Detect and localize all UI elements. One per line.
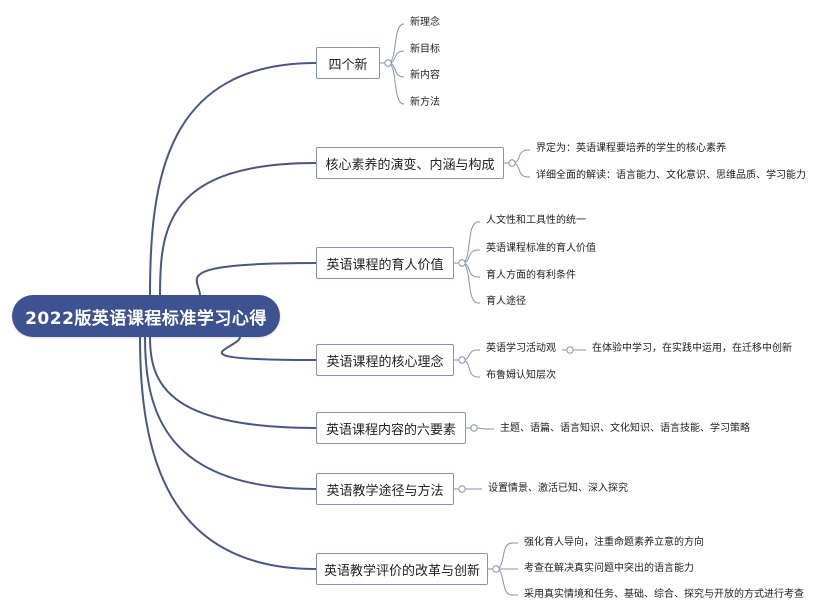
root-connector-1 bbox=[159, 162, 317, 296]
leaf-methods-list: 设置情景、激活已知、深入探究 bbox=[488, 483, 628, 494]
leaf-six-elements-list: 主题、语篇、语言知识、文化知识、语言技能、学习策略 bbox=[500, 423, 750, 434]
leaf-real-context: 采用真实情境和任务、基础、综合、探究与开放的方式进行考查 bbox=[524, 589, 804, 600]
leaf-new-content: 新内容 bbox=[410, 70, 440, 81]
collapse-toggle-3[interactable] bbox=[458, 356, 466, 364]
leaf-connector-3-1 bbox=[461, 359, 480, 378]
root-node[interactable]: 2022版英语课程标准学习心得 bbox=[12, 295, 280, 337]
root-connector-5 bbox=[144, 336, 317, 490]
collapse-toggle-1[interactable] bbox=[508, 159, 516, 167]
branch-core-literacy[interactable]: 核心素养的演变、内涵与构成 bbox=[316, 147, 504, 179]
leaf-humanism-tool: 人文性和工具性的统一 bbox=[486, 215, 586, 226]
branch-teaching-methods[interactable]: 英语教学途径与方法 bbox=[316, 473, 454, 505]
root-connector-4 bbox=[149, 336, 317, 429]
leaf-connector-0-0 bbox=[387, 23, 405, 64]
leaf-new-goal: 新目标 bbox=[410, 44, 440, 55]
leaf-connector-2-3 bbox=[461, 262, 480, 304]
leaf-connector-2-0 bbox=[461, 221, 480, 264]
collapse-toggle-4[interactable] bbox=[470, 424, 478, 432]
leaf-new-idea: 新理念 bbox=[410, 17, 440, 28]
collapse-toggle-0[interactable] bbox=[384, 59, 392, 67]
leaf-experience-practice-transfer: 在体验中学习，在实践中运用，在迁移中创新 bbox=[592, 343, 792, 354]
branch-core-concept[interactable]: 英语课程的核心理念 bbox=[316, 344, 454, 376]
root-connector-6 bbox=[139, 336, 317, 570]
branch-educational-value[interactable]: 英语课程的育人价值 bbox=[316, 247, 454, 279]
collapse-toggle-6[interactable] bbox=[492, 565, 500, 573]
leaf-education-path: 育人途径 bbox=[486, 296, 526, 307]
leaf-connector-6-2 bbox=[495, 568, 518, 596]
leaf-real-problem: 考查在解决真实问题中突出的语言能力 bbox=[524, 563, 694, 574]
branch-six-elements[interactable]: 英语课程内容的六要素 bbox=[316, 412, 466, 444]
collapse-toggle-5[interactable] bbox=[458, 485, 466, 493]
collapse-toggle-activity[interactable] bbox=[566, 346, 574, 354]
leaf-definition: 界定为：英语课程要培养的学生的核心素养 bbox=[536, 143, 726, 154]
root-connector-3 bbox=[220, 336, 317, 361]
leaf-new-method: 新方法 bbox=[410, 97, 440, 108]
leaf-bloom-levels: 布鲁姆认知层次 bbox=[486, 370, 556, 381]
branch-evaluation-reform[interactable]: 英语教学评价的改革与创新 bbox=[316, 553, 488, 585]
leaf-detailed-reading: 详细全面的解读：语言能力、文化意识、思维品质、学习能力 bbox=[536, 170, 806, 181]
leaf-connector-0-3 bbox=[387, 62, 405, 105]
root-connector-0 bbox=[149, 62, 317, 296]
collapse-toggle-2[interactable] bbox=[458, 259, 466, 267]
leaf-standard-value: 英语课程标准的育人价值 bbox=[486, 243, 596, 254]
leaf-favorable-conditions: 育人方面的有利条件 bbox=[486, 270, 576, 281]
branch-four-new[interactable]: 四个新 bbox=[316, 47, 380, 79]
leaf-connector-6-0 bbox=[495, 542, 518, 570]
leaf-activity-view: 英语学习活动观 bbox=[486, 343, 556, 354]
leaf-education-orientation: 强化育人导向，注重命题素养立意的方向 bbox=[524, 537, 704, 548]
root-connector-2 bbox=[195, 262, 317, 296]
